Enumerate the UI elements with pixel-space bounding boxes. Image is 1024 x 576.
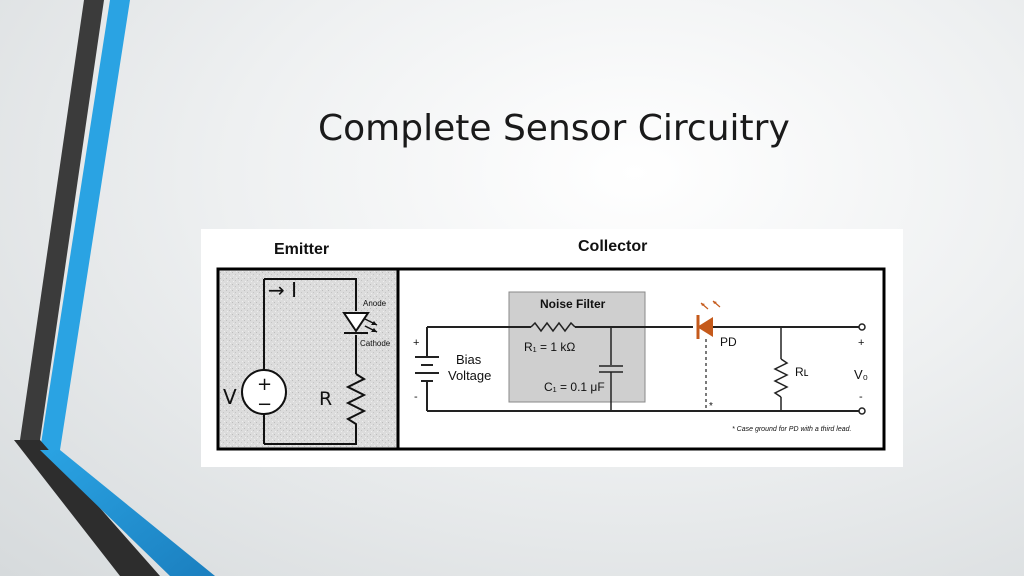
voltage-source-icon xyxy=(241,369,287,415)
vo-label: V₀ xyxy=(854,367,868,382)
bias-label-line2: Voltage xyxy=(448,368,491,383)
dark-stripe xyxy=(20,0,104,440)
bias-label-line1: Bias xyxy=(456,352,482,367)
noise-filter-title: Noise Filter xyxy=(540,297,606,311)
collector-panel: Noise Filter + - Bias Voltage R₁ = 1 kΩ xyxy=(396,267,886,451)
ground-marker: * xyxy=(709,401,713,412)
current-label: → I xyxy=(268,278,297,302)
led-icon xyxy=(342,312,378,334)
blue-stripe-lower xyxy=(40,450,215,576)
source-plus: + xyxy=(257,374,272,395)
emitter-panel: → I Anode Cathode + − V R xyxy=(216,267,400,451)
collector-heading: Collector xyxy=(578,238,647,255)
c1-label: C₁ = 0.1 μF xyxy=(544,380,605,394)
slide-title: Complete Sensor Circuitry xyxy=(318,108,790,149)
resistor-icon xyxy=(345,373,367,429)
dark-stripe-lower xyxy=(14,440,160,576)
rl-label: Rʟ xyxy=(795,365,809,379)
noise-filter-box xyxy=(508,291,646,403)
cathode-label: Cathode xyxy=(360,339,391,348)
source-minus: − xyxy=(257,394,272,415)
vo-plus: + xyxy=(858,337,864,349)
sensor-circuit-diagram: Emitter Collector → I Anode Cathode + − … xyxy=(201,229,903,467)
footnote: * Case ground for PD with a third lead. xyxy=(732,426,852,433)
resistor-label: R xyxy=(319,388,332,410)
blue-stripe xyxy=(40,0,130,450)
source-label: V xyxy=(223,385,237,409)
accent-stripes xyxy=(14,0,215,576)
filter-resistor-icon xyxy=(530,321,576,333)
bias-plus: + xyxy=(413,337,419,349)
pd-label: PD xyxy=(720,335,737,349)
vo-minus: - xyxy=(859,391,863,403)
bias-minus: - xyxy=(414,391,418,403)
photodiode-icon xyxy=(696,300,721,339)
anode-label: Anode xyxy=(363,299,387,308)
battery-icon xyxy=(415,356,439,382)
emitter-heading: Emitter xyxy=(274,241,329,258)
r1-label: R₁ = 1 kΩ xyxy=(524,340,575,354)
load-resistor-icon xyxy=(773,358,789,398)
